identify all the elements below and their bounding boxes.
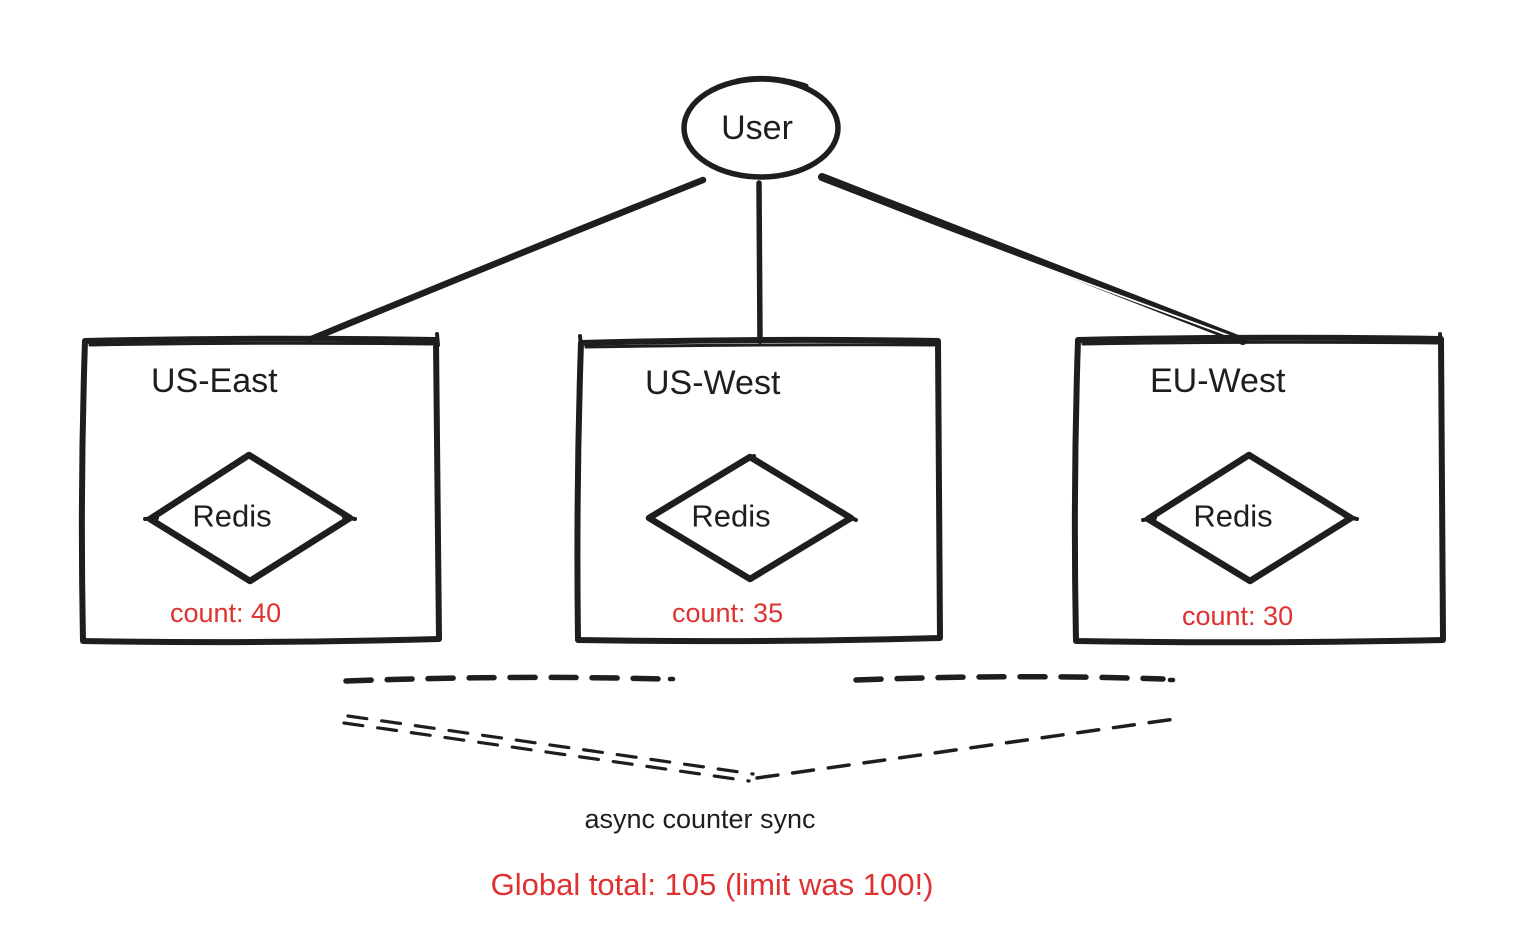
region-box-us-west-top-stroke	[584, 343, 936, 349]
redis-label-us-west: Redis	[691, 498, 771, 534]
sync-dash-us-east-eu-west-upper	[346, 714, 755, 776]
user-node-ellipse-overlap	[734, 75, 809, 89]
region-box-us-east-corner-tick	[435, 332, 440, 347]
redis-diamond-us-east-nubs	[143, 515, 357, 521]
sync-dash-us-east-us-west	[343, 674, 665, 684]
region-box-eu-west	[1071, 334, 1446, 646]
count-label-us-east: count: 40	[170, 598, 282, 628]
sync-dash-eu-west-return	[755, 717, 1177, 780]
edge-user-eu-west	[818, 173, 1247, 345]
count-label-us-west: count: 35	[672, 598, 784, 628]
region-box-us-east-top-stroke	[88, 341, 434, 347]
redis-label-eu-west: Redis	[1193, 498, 1273, 534]
region-box-eu-west-corner-tick	[1438, 332, 1443, 347]
sync-dash-us-east-eu-west-lower	[342, 721, 751, 783]
region-box-us-west	[574, 336, 943, 645]
global-total-label: Global total: 105 (limit was 100!)	[490, 867, 934, 902]
redis-diamond-us-west-nubs	[739, 454, 858, 522]
region-title-us-west: US-West	[645, 364, 781, 402]
async-sync-label: async counter sync	[584, 804, 816, 834]
region-title-us-east: US-East	[151, 362, 278, 400]
edge-user-us-west	[756, 180, 763, 344]
user-node-label: User	[721, 109, 793, 147]
redis-diamond-eu-west-nubs	[1141, 514, 1359, 522]
edge-user-us-east	[305, 176, 707, 344]
sync-dash-us-west-eu-west	[853, 673, 1166, 683]
count-label-eu-west: count: 30	[1182, 601, 1294, 631]
region-box-eu-west-top-stroke	[1081, 340, 1439, 346]
region-box-us-east	[78, 335, 442, 646]
region-title-eu-west: EU-West	[1150, 362, 1286, 400]
region-box-us-west-corner-tick	[578, 334, 583, 349]
redis-label-us-east: Redis	[192, 498, 272, 534]
edge-user-eu-west-sketch-gap	[834, 187, 1231, 337]
